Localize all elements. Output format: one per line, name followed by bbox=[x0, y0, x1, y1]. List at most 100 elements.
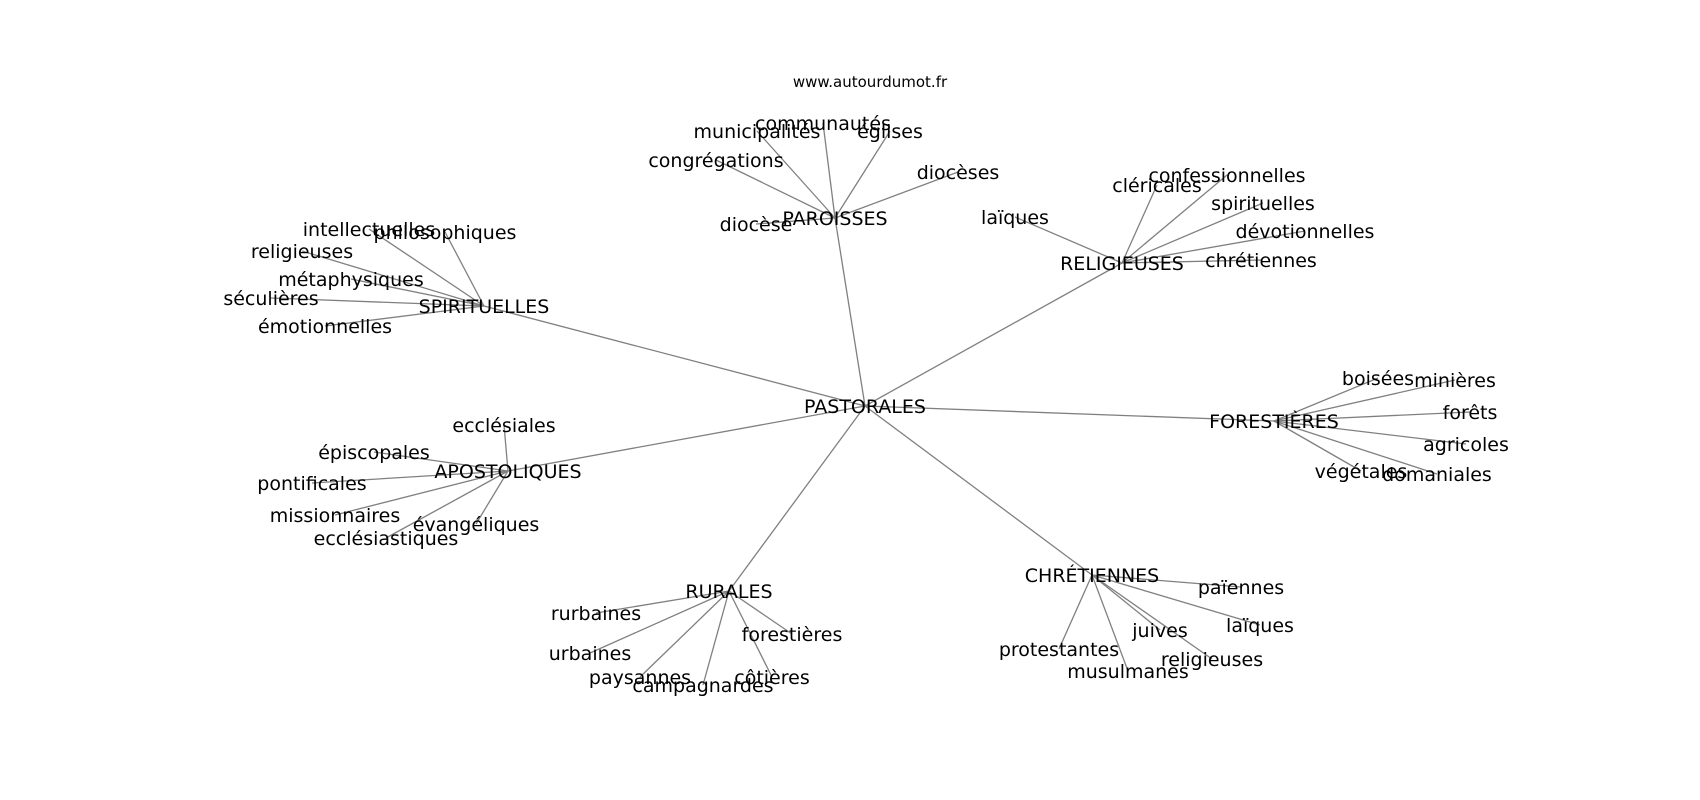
edge bbox=[639, 590, 730, 678]
leaf-node-label: païennes bbox=[1198, 577, 1284, 599]
hub-node-label: RURALES bbox=[685, 581, 772, 603]
edge bbox=[1121, 259, 1262, 264]
edge bbox=[368, 228, 485, 307]
edge bbox=[1273, 411, 1471, 422]
edge bbox=[1091, 574, 1161, 631]
leaf-node-label: émotionnelles bbox=[258, 316, 392, 338]
leaf-node-label: diocèse bbox=[720, 214, 793, 236]
edge bbox=[834, 171, 959, 219]
edge bbox=[755, 217, 836, 225]
edge bbox=[834, 130, 891, 219]
leaf-node-label: églises bbox=[857, 121, 923, 143]
leaf-node-label: minières bbox=[1414, 370, 1496, 392]
edge bbox=[385, 470, 509, 539]
edge bbox=[324, 305, 485, 327]
leaf-node-label: intellectuelles bbox=[303, 219, 435, 241]
leaf-node-label: congrégations bbox=[648, 150, 783, 172]
leaf-node-label: laïques bbox=[1226, 615, 1294, 637]
edge bbox=[1091, 574, 1213, 660]
leaf-node-label: métaphysiques bbox=[278, 269, 424, 291]
leaf-node-label: campagnardes bbox=[632, 675, 773, 697]
hub-node-label: FORESTIÈRES bbox=[1209, 410, 1339, 433]
edge bbox=[1273, 420, 1438, 475]
leaf-node-label: boisées bbox=[1342, 368, 1414, 390]
edge bbox=[373, 451, 509, 472]
edge bbox=[834, 217, 866, 407]
edge bbox=[715, 159, 836, 219]
edge bbox=[311, 470, 509, 484]
leaf-node-label: épiscopales bbox=[318, 442, 430, 464]
leaf-node-label: religieuses bbox=[251, 241, 353, 263]
edge bbox=[1273, 420, 1362, 472]
labels-layer: www.autourdumot.fr PASTORALES PAROISSES m… bbox=[223, 73, 1509, 697]
edge bbox=[595, 590, 730, 614]
edge bbox=[1014, 216, 1123, 264]
leaf-node-label: chrétiennes bbox=[1205, 250, 1317, 272]
leaf-node-label: missionnaires bbox=[270, 505, 400, 527]
edge bbox=[301, 250, 485, 307]
hub-node-label: CHRÉTIENNES bbox=[1025, 564, 1159, 587]
edge bbox=[864, 405, 1275, 422]
leaf-node-label: évangéliques bbox=[413, 514, 540, 536]
leaf-node-label: philosophiques bbox=[374, 222, 517, 244]
edge bbox=[270, 297, 485, 307]
leaf-node-label: dévotionnelles bbox=[1236, 221, 1375, 243]
leaf-node-label: agricoles bbox=[1423, 434, 1509, 456]
edge bbox=[589, 590, 730, 654]
edge bbox=[350, 278, 485, 307]
hub-node-label: APOSTOLIQUES bbox=[434, 461, 581, 483]
edge bbox=[1091, 574, 1261, 626]
leaf-node-label: protestantes bbox=[999, 639, 1119, 661]
leaf-node-label: juives bbox=[1131, 620, 1187, 642]
edge bbox=[1058, 574, 1093, 650]
edge bbox=[1121, 202, 1264, 264]
edge bbox=[1121, 174, 1228, 264]
edge bbox=[864, 262, 1123, 407]
leaf-node-label: forestières bbox=[742, 624, 843, 646]
edge bbox=[728, 590, 793, 635]
leaf-node-label: rurbaines bbox=[551, 603, 641, 625]
edge bbox=[756, 130, 836, 219]
leaf-node-label: laïques bbox=[981, 207, 1049, 229]
edge bbox=[1091, 574, 1242, 588]
edge bbox=[864, 405, 1093, 576]
leaf-node-label: spirituelles bbox=[1211, 193, 1315, 215]
leaf-node-label: urbaines bbox=[549, 643, 631, 665]
edge bbox=[728, 590, 773, 678]
hub-node-label: RELIGIEUSES bbox=[1060, 253, 1184, 275]
leaf-node-label: forêts bbox=[1443, 402, 1498, 424]
leaf-node-label: côtières bbox=[734, 667, 809, 689]
hub-node-label: PAROISSES bbox=[782, 208, 887, 230]
leaf-node-label: séculières bbox=[223, 288, 318, 310]
source-watermark: www.autourdumot.fr bbox=[793, 73, 948, 91]
leaf-node-label: paysannes bbox=[589, 667, 691, 689]
edge bbox=[1273, 377, 1379, 422]
leaf-node-label: ecclésiastiques bbox=[314, 528, 459, 550]
leaf-node-label: musulmanes bbox=[1067, 661, 1189, 683]
edge bbox=[702, 590, 730, 686]
leaf-node-label: communautés bbox=[755, 113, 891, 135]
edge bbox=[444, 231, 485, 307]
edges-layer bbox=[270, 122, 1471, 686]
leaf-node-label: domaniales bbox=[1382, 464, 1492, 486]
edge bbox=[334, 470, 509, 516]
leaf-node-label: confessionnelles bbox=[1148, 165, 1305, 187]
center-node-label: PASTORALES bbox=[804, 396, 926, 418]
edge bbox=[483, 305, 866, 407]
edge bbox=[475, 470, 509, 525]
edge bbox=[728, 405, 866, 592]
leaf-node-label: diocèses bbox=[917, 162, 1000, 184]
edge bbox=[503, 424, 509, 472]
leaf-node-label: municipalités bbox=[694, 121, 821, 143]
edge bbox=[507, 405, 866, 472]
leaf-node-label: ecclésiales bbox=[452, 415, 555, 437]
leaf-node-label: végétales bbox=[1315, 461, 1408, 483]
leaf-node-label: religieuses bbox=[1161, 649, 1263, 671]
edge bbox=[1091, 574, 1129, 672]
leaf-node-label: cléricales bbox=[1112, 175, 1201, 197]
leaf-node-label: pontificales bbox=[257, 473, 366, 495]
edge bbox=[1273, 420, 1467, 445]
edge bbox=[1121, 230, 1306, 264]
edge bbox=[1121, 184, 1158, 264]
